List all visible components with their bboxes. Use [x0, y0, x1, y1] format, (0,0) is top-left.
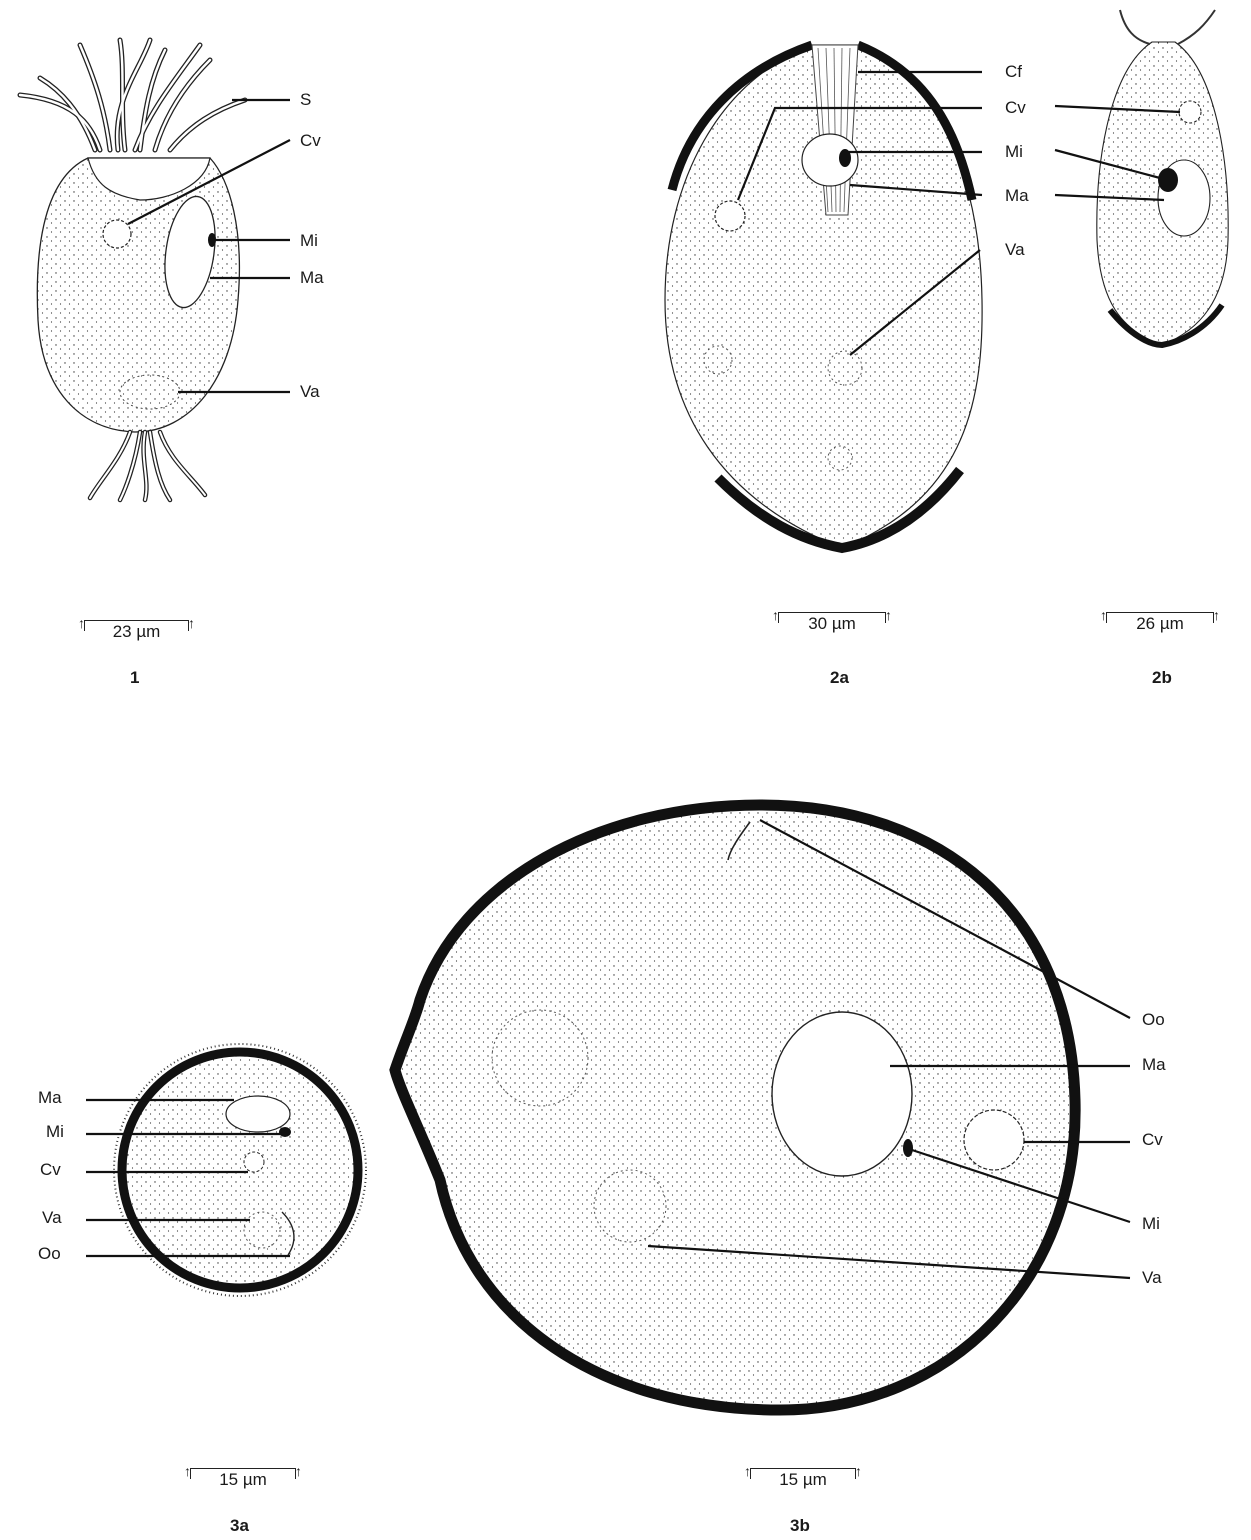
figure-label-1: 1: [130, 668, 139, 688]
fig1-label-cv: Cv: [300, 131, 321, 151]
figure-label-2a: 2a: [830, 668, 849, 688]
fig3b-label-va: Va: [1142, 1268, 1162, 1288]
fig2a-label-mi: Mi: [1005, 142, 1023, 162]
figure-1-cell: [20, 40, 245, 500]
figure-1-tail-setae: [90, 432, 205, 500]
fig2a-label-va: Va: [1005, 240, 1025, 260]
fig3a-label-oo: Oo: [38, 1244, 61, 1264]
fig1-scale-bar: ↑↑ 23 µm: [84, 620, 189, 646]
fig2b-scale-label: 26 µm: [1106, 614, 1214, 634]
fig2a-label-cv: Cv: [1005, 98, 1026, 118]
fig3b-label-ma: Ma: [1142, 1055, 1166, 1075]
fig3b-label-cv: Cv: [1142, 1130, 1163, 1150]
fig2a-label-ma: Ma: [1005, 186, 1029, 206]
fig2a-scale-label: 30 µm: [778, 614, 886, 634]
fig1-label-mi: Mi: [300, 231, 318, 251]
fig3b-scale-bar: ↑↑ 15 µm: [750, 1468, 856, 1494]
figure-label-2b: 2b: [1152, 668, 1172, 688]
figure-2b-cell: [1097, 10, 1228, 345]
figure-label-3a: 3a: [230, 1516, 249, 1536]
fig1-label-s: S: [300, 90, 311, 110]
fig3b-label-mi: Mi: [1142, 1214, 1160, 1234]
fig3a-scale-label: 15 µm: [190, 1470, 296, 1490]
fig3a-scale-bar: ↑↑ 15 µm: [190, 1468, 296, 1494]
figure-1-setae: [20, 40, 245, 150]
fig3a-label-mi: Mi: [46, 1122, 64, 1142]
fig1-label-va: Va: [300, 382, 320, 402]
fig2b-scale-bar: ↑↑ 26 µm: [1106, 612, 1214, 638]
fig1-scale-label: 23 µm: [84, 622, 189, 642]
fig1-label-ma: Ma: [300, 268, 324, 288]
figure-3b-cell: [395, 805, 1075, 1410]
figure-3a-cell: [114, 1044, 366, 1296]
fig3a-label-va: Va: [42, 1208, 62, 1228]
figure-label-3b: 3b: [790, 1516, 810, 1536]
fig3b-scale-label: 15 µm: [750, 1470, 856, 1490]
figure-2a-cell: [665, 45, 982, 548]
fig3a-label-cv: Cv: [40, 1160, 61, 1180]
fig3b-label-oo: Oo: [1142, 1010, 1165, 1030]
fig3a-label-ma: Ma: [38, 1088, 62, 1108]
fig2a-label-cf: Cf: [1005, 62, 1022, 82]
fig2a-scale-bar: ↑↑ 30 µm: [778, 612, 886, 638]
